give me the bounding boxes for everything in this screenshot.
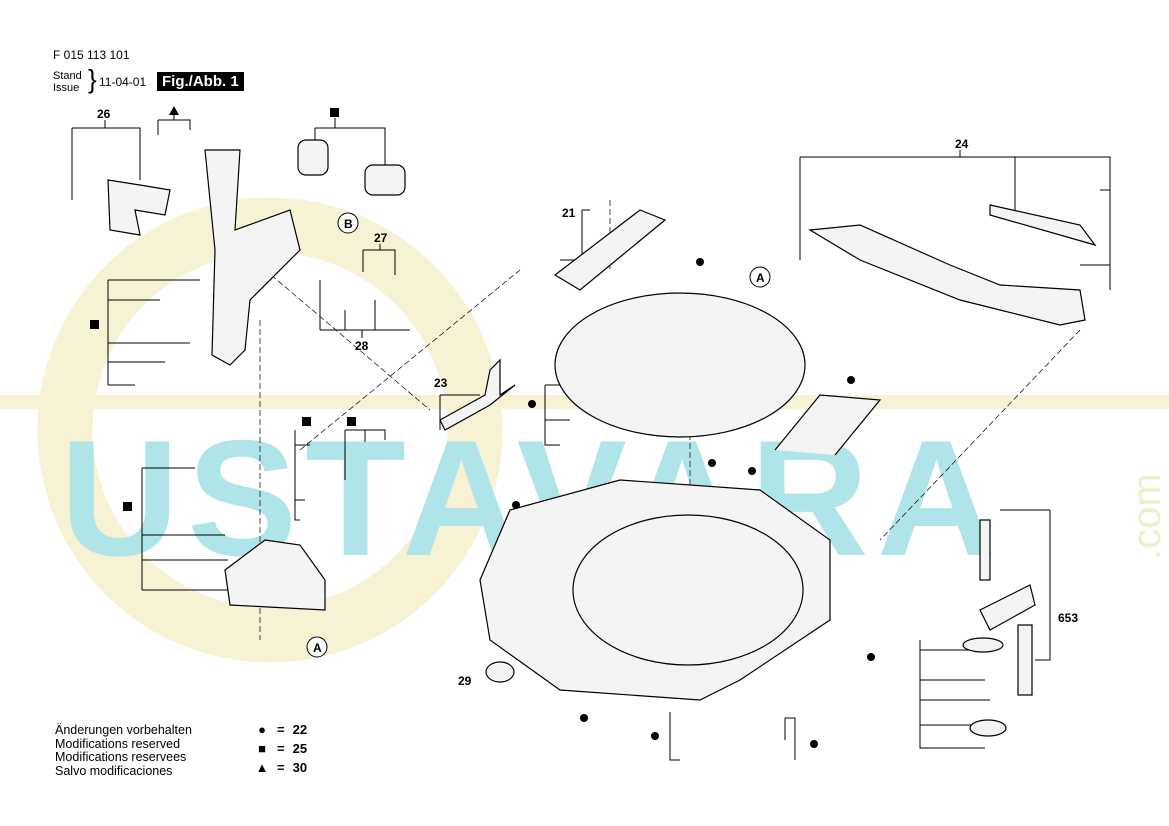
ref-a-bottom-circle bbox=[306, 636, 328, 658]
guide-rod-23 bbox=[439, 358, 516, 431]
brace: } bbox=[88, 64, 97, 94]
note-fr: Modifications reservees bbox=[55, 750, 187, 764]
markers bbox=[90, 106, 875, 748]
turntable bbox=[554, 292, 806, 438]
legend-value: 22 bbox=[292, 722, 308, 737]
label-653: 653 bbox=[1058, 611, 1078, 625]
clamp-rod bbox=[979, 519, 991, 581]
clamp-ring bbox=[969, 719, 1007, 737]
label-23: 23 bbox=[434, 376, 448, 390]
legend-value: 30 bbox=[292, 760, 308, 775]
note-es: Salvo modificaciones bbox=[55, 763, 173, 778]
legend-value: 25 bbox=[292, 741, 308, 756]
legend-equals: = bbox=[277, 722, 285, 737]
note-en: Modifications reserved bbox=[55, 736, 181, 751]
label-29: 29 bbox=[458, 674, 472, 688]
document-number: F 015 113 101 bbox=[53, 48, 130, 62]
label-27: 27 bbox=[374, 231, 388, 245]
bail-bar bbox=[774, 394, 882, 456]
foot-29 bbox=[485, 661, 515, 683]
spring bbox=[297, 139, 329, 176]
clamp-post bbox=[1017, 624, 1033, 696]
triangle-icon: ▲ bbox=[255, 760, 269, 775]
bracket-part-26 bbox=[107, 179, 171, 236]
fence-extension bbox=[989, 204, 1097, 247]
modification-notes: Änderungen vorbehalten Modifications res… bbox=[55, 723, 192, 778]
ref-a-bottom: A bbox=[313, 641, 322, 655]
label-21: 21 bbox=[562, 206, 576, 220]
label-28: 28 bbox=[355, 339, 369, 353]
handle-arm bbox=[204, 149, 301, 366]
callout-lines bbox=[71, 112, 1111, 761]
legend-row-square: ■ = 25 bbox=[255, 739, 307, 758]
issue-date: 11-04-01 bbox=[99, 75, 147, 89]
stand-label: Stand bbox=[53, 70, 82, 82]
circle-icon: ● bbox=[258, 722, 266, 737]
clamp-arm bbox=[979, 584, 1036, 631]
legend-row-triangle: ▲ = 30 bbox=[255, 758, 308, 777]
ref-a-top: A bbox=[756, 271, 765, 285]
fence-24 bbox=[808, 224, 1086, 326]
ref-b-circle bbox=[337, 212, 359, 234]
legend-row-circle: ● = 22 bbox=[255, 720, 307, 739]
legend-equals: = bbox=[277, 741, 285, 756]
insert-plate-21 bbox=[553, 209, 667, 291]
sleeve bbox=[364, 164, 406, 196]
parts bbox=[107, 139, 1097, 737]
pivot-housing bbox=[224, 539, 326, 611]
base-grill bbox=[572, 514, 804, 666]
clamp-pad bbox=[962, 637, 1004, 653]
stand-issue-label: Stand Issue bbox=[53, 70, 82, 94]
figure-label: Fig./Abb. 1 bbox=[157, 72, 244, 91]
ref-b: B bbox=[344, 217, 353, 231]
legend-equals: = bbox=[277, 760, 285, 775]
label-24: 24 bbox=[955, 137, 969, 151]
note-de: Änderungen vorbehalten bbox=[55, 723, 192, 737]
ref-a-top-circle bbox=[749, 266, 771, 288]
issue-label: Issue bbox=[53, 82, 80, 94]
square-icon: ■ bbox=[258, 741, 266, 756]
watermark-suffix: .com bbox=[1125, 473, 1169, 560]
label-26: 26 bbox=[97, 107, 111, 121]
symbol-legend: ● = 22 ■ = 25 ▲ = 30 bbox=[255, 720, 308, 777]
part-labels: 26 24 21 27 28 23 29 653 B A A bbox=[97, 107, 1078, 688]
